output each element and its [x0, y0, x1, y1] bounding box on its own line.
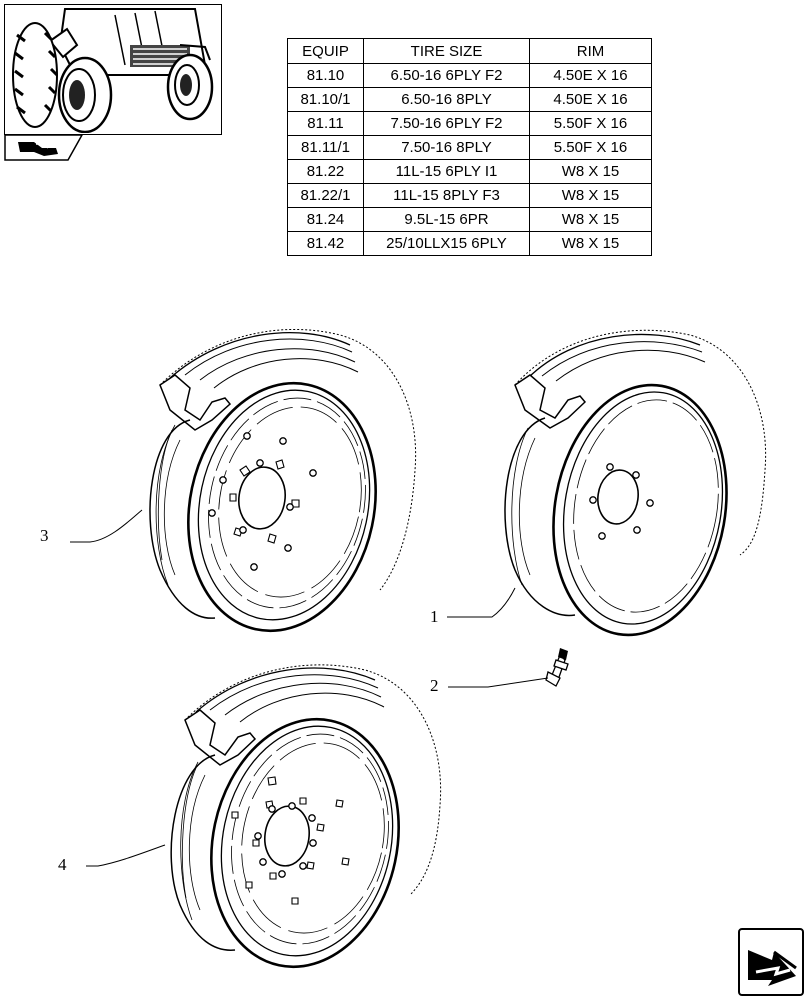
callout-1: 1 [430, 607, 439, 626]
cell-tire-size: 9.5L-15 6PR [363, 207, 530, 232]
cell-equip: 81.22/1 [287, 183, 364, 208]
cell-rim: W8 X 15 [529, 183, 652, 208]
tractor-front-icon [12, 8, 214, 134]
cell-equip: 81.10 [287, 63, 364, 88]
table-row: 81.24 9.5L-15 6PR W8 X 15 [287, 207, 652, 232]
book-tab[interactable] [4, 134, 84, 162]
table-row: 81.22/1 11L-15 8PLY F3 W8 X 15 [287, 183, 652, 208]
tractor-thumbnail [4, 4, 222, 135]
wheel-assembly-4 [170, 664, 442, 969]
cell-rim: W8 X 15 [529, 159, 652, 184]
wheel-assembly-1 [504, 329, 767, 637]
cell-equip: 81.11/1 [287, 135, 364, 160]
next-page-button[interactable] [738, 928, 804, 996]
cell-equip: 81.10/1 [287, 87, 364, 112]
book-icon [18, 142, 58, 156]
table-row: 81.11 7.50-16 6PLY F2 5.50F X 16 [287, 111, 652, 136]
table-row: 81.11/1 7.50-16 8PLY 5.50F X 16 [287, 135, 652, 160]
table-row: 81.10/1 6.50-16 8PLY 4.50E X 16 [287, 87, 652, 112]
cell-tire-size: 7.50-16 8PLY [363, 135, 530, 160]
callout-3: 3 [40, 526, 49, 545]
table-header-row: EQUIP TIRE SIZE RIM [287, 38, 652, 64]
table-row: 81.10 6.50-16 6PLY F2 4.50E X 16 [287, 63, 652, 88]
header-tire-size: TIRE SIZE [363, 38, 530, 64]
wheel-assembly-3 [149, 328, 417, 633]
cell-rim: W8 X 15 [529, 231, 652, 256]
cell-tire-size: 11L-15 8PLY F3 [363, 183, 530, 208]
leader-lines [70, 509, 549, 867]
cell-rim: 4.50E X 16 [529, 63, 652, 88]
table-row: 81.22 11L-15 6PLY I1 W8 X 15 [287, 159, 652, 184]
cell-rim: W8 X 15 [529, 207, 652, 232]
tire-valve [545, 648, 569, 687]
callout-4: 4 [58, 855, 67, 874]
cell-tire-size: 25/10LLX15 6PLY [363, 231, 530, 256]
cell-tire-size: 6.50-16 8PLY [363, 87, 530, 112]
cell-rim: 4.50E X 16 [529, 87, 652, 112]
header-rim: RIM [529, 38, 652, 64]
header-equip: EQUIP [287, 38, 364, 64]
tire-rim-table: EQUIP TIRE SIZE RIM 81.10 6.50-16 6PLY F… [287, 38, 652, 256]
table-row: 81.42 25/10LLX15 6PLY W8 X 15 [287, 231, 652, 256]
callout-2: 2 [430, 676, 439, 695]
cell-tire-size: 6.50-16 6PLY F2 [363, 63, 530, 88]
cell-equip: 81.11 [287, 111, 364, 136]
next-page-arrow-icon [738, 928, 804, 996]
